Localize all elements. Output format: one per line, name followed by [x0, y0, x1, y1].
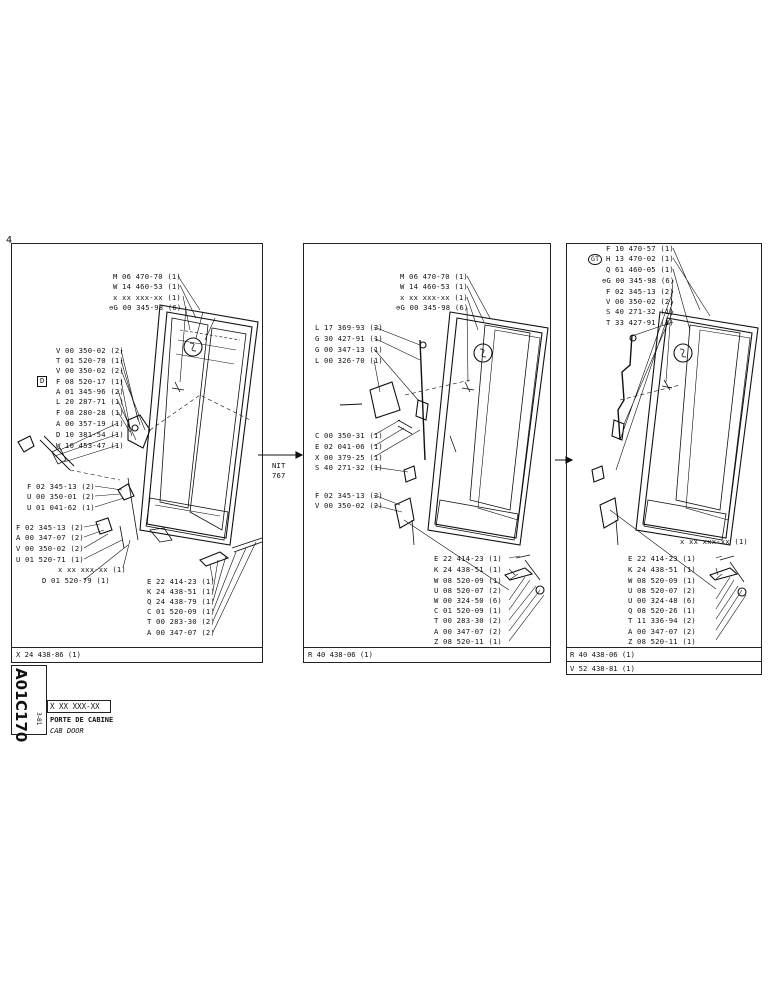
- title-block-frame: [11, 665, 47, 735]
- p3-label-top-2: H 13 470-02 (1): [606, 254, 674, 263]
- p3-label-bottom-9: Z 08 520-11 (1): [628, 637, 696, 646]
- p2-label-bottom-8: A 00 347-07 (2): [434, 627, 502, 636]
- p3-label-top-5: F 02 345-13 (2): [606, 287, 674, 296]
- p3-label-bottom-3: W 08 520-09 (1): [628, 576, 696, 585]
- p2-label-left-3: G 00 347-13 (1): [315, 345, 383, 354]
- p1-label-bottom-6: A 00 347-07 (2): [147, 628, 215, 637]
- p2-label-mid2-1: F 02 345-13 (2): [315, 491, 383, 500]
- p3-label-xx: x xx xxx-xx (1): [680, 537, 748, 546]
- title-english: CAB DOOR: [50, 727, 84, 735]
- p1-label-left-9: D 10 381-54 (1): [56, 430, 124, 439]
- p1-label-bottom-3: Q 24 438-79 (1): [147, 597, 215, 606]
- p2-label-bottom-7: T 00 283-30 (2): [434, 616, 502, 625]
- p1-label-top-3: x xx xxx-xx (1): [113, 293, 181, 302]
- p3-label-bottom-7: T 11 336-94 (2): [628, 616, 696, 625]
- p2-label-bottom-1: E 22 414-23 (1): [434, 554, 502, 563]
- p2-footer-ref: R 40 438-06 (1): [308, 650, 373, 659]
- p1-label-left3-1: F 02 345-13 (2): [16, 523, 84, 532]
- p1-label-left3-6: D 01 520-79 (1): [42, 576, 110, 585]
- panel-1-door: [17, 304, 263, 567]
- d-marker: D: [37, 376, 48, 387]
- title-french: PORTE DE CABINE: [50, 716, 114, 724]
- p3-footer-ref-2: V 52 438-81 (1): [570, 664, 635, 673]
- ref-code: X XX XXX-XX: [50, 702, 100, 711]
- p1-footer-line: [11, 647, 263, 648]
- p1-label-top-4: ⊖G 00 345-98 (6): [109, 303, 182, 312]
- p2-label-bottom-3: W 08 520-09 (1): [434, 576, 502, 585]
- code-b: C170: [12, 700, 30, 743]
- p1-label-left-10: W 10 453-47 (1): [56, 441, 124, 450]
- panel-2-frame: [303, 243, 551, 663]
- p1-label-bottom-2: K 24 438-51 (1): [147, 587, 215, 596]
- p3-label-bottom-1: E 22 414-23 (1): [628, 554, 696, 563]
- p2-label-mid-3: X 00 379-25 (1): [315, 453, 383, 462]
- p2-label-mid-2: E 02 041-06 (1): [315, 442, 383, 451]
- p1-label-left3-5: x xx xxx-xx (1): [58, 565, 126, 574]
- p3-label-top-1: F 10 470-57 (1): [606, 244, 674, 253]
- p2-label-top-3: x xx xxx-xx (1): [400, 293, 468, 302]
- p1-label-bottom-1: E 22 414-23 (1): [147, 577, 215, 586]
- p3-footer-line-2: [566, 661, 762, 662]
- p3-label-bottom-4: U 08 520-07 (2): [628, 586, 696, 595]
- p2-label-left-1: L 17 369-93 (2): [315, 323, 383, 332]
- p3-label-bottom-8: A 00 347-07 (2): [628, 627, 696, 636]
- p3-footer-line-1: [566, 647, 762, 648]
- p2-label-bottom-5: W 00 324-50 (6): [434, 596, 502, 605]
- p1-label-top-1: M 06 470-70 (1): [113, 272, 181, 281]
- p1-label-left3-2: A 00 347-07 (2): [16, 533, 84, 542]
- gt-marker: GT: [588, 254, 603, 265]
- p1-label-left-3: V 00 350-02 (2): [56, 366, 124, 375]
- p3-label-bottom-5: U 00 324-48 (6): [628, 596, 696, 605]
- p1-label-bottom-5: T 00 283-30 (2): [147, 617, 215, 626]
- p1-label-left-1: V 00 350-02 (2): [56, 346, 124, 355]
- corner-mark: 4: [6, 235, 13, 246]
- p1-label-top-2: W 14 460-53 (1): [113, 282, 181, 291]
- p2-label-bottom-9: Z 08 520-11 (1): [434, 637, 502, 646]
- p1-label-left-6: L 20 287-71 (1): [56, 397, 124, 406]
- p2-label-mid-4: S 40 271-32 (1): [315, 463, 383, 472]
- p3-label-top-4: ⊖G 00 345-98 (6): [602, 276, 675, 285]
- p2-label-bottom-6: C 01 520-09 (1): [434, 606, 502, 615]
- p3-label-top-8: T 33 427-91 (1): [606, 318, 674, 327]
- p3-label-bottom-6: Q 08 520-26 (1): [628, 606, 696, 615]
- p2-label-top-2: W 14 460-53 (1): [400, 282, 468, 291]
- p3-footer-ref-1: R 40 438-06 (1): [570, 650, 635, 659]
- p1-label-left3-4: U 01 520-71 (1): [16, 555, 84, 564]
- p1-label-left2-2: U 00 350-01 (2): [27, 492, 95, 501]
- p1-label-left-4: F 08 520-17 (1): [56, 377, 124, 386]
- p1-label-left2-3: U 01 041-62 (1): [27, 503, 95, 512]
- date-code: 3-81: [35, 712, 42, 726]
- p1-label-left2-1: F 02 345-13 (2): [27, 482, 95, 491]
- link-label-nit: NIT: [272, 461, 286, 470]
- p3-label-top-6: V 00 350-02 (2): [606, 297, 674, 306]
- p2-label-top-4: ⊖G 00 345-98 (6): [396, 303, 469, 312]
- panel-1-frame: [11, 243, 263, 663]
- p1-label-bottom-4: C 01 520-09 (1): [147, 607, 215, 616]
- panel-3-door: [591, 311, 759, 597]
- p3-label-top-7: S 40 271-32 (1): [606, 307, 674, 316]
- panel-2-door: [339, 311, 549, 595]
- link-label-767: 767: [272, 471, 286, 480]
- p1-label-left-2: T 01 520-70 (1): [56, 356, 124, 365]
- p2-label-top-1: M 06 470-70 (1): [400, 272, 468, 281]
- p1-label-left-8: A 00 357-19 (1): [56, 419, 124, 428]
- p1-label-left-7: F 08 280-28 (1): [56, 408, 124, 417]
- code-a: A01: [12, 668, 30, 701]
- p2-label-left-2: G 30 427-91 (1): [315, 334, 383, 343]
- p2-label-bottom-4: U 08 520-07 (2): [434, 586, 502, 595]
- p2-label-mid2-2: V 00 350-02 (2): [315, 501, 383, 510]
- ref-box: [47, 700, 111, 713]
- p1-label-left3-3: V 00 350-02 (2): [16, 544, 84, 553]
- p1-footer-ref: X 24 438-86 (1): [16, 650, 81, 659]
- p2-label-mid-1: C 00 350-31 (1): [315, 431, 383, 440]
- p3-label-bottom-2: K 24 438-51 (1): [628, 565, 696, 574]
- p2-label-bottom-2: K 24 438-51 (1): [434, 565, 502, 574]
- p2-footer-line: [303, 647, 551, 648]
- p3-label-top-3: Q 61 460-05 (1): [606, 265, 674, 274]
- p2-label-left-4: L 00 326-70 (1): [315, 356, 383, 365]
- p1-label-left-5: A 01 345-96 (2): [56, 387, 124, 396]
